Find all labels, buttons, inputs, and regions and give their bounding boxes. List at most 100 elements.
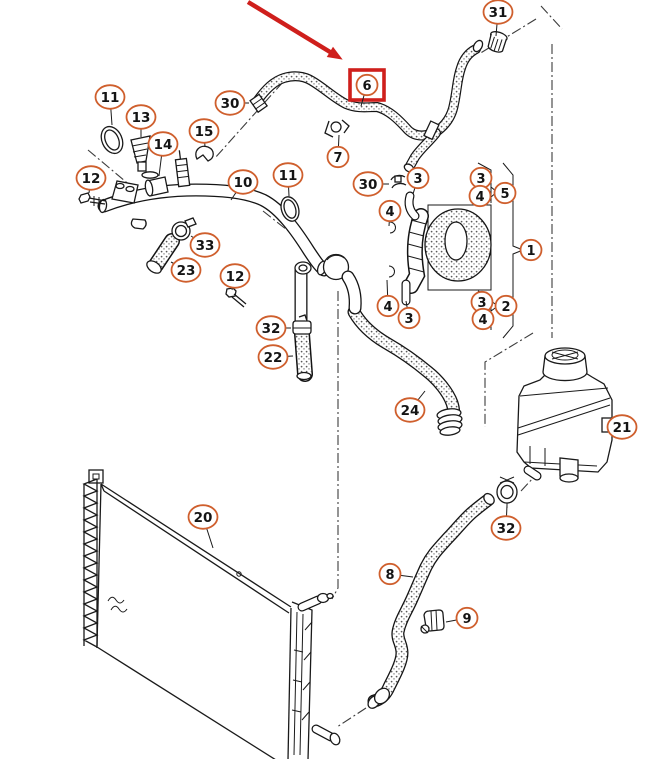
expansion-tank-drawing: [516, 347, 616, 483]
callout-number: 32: [497, 521, 516, 537]
callout-1[interactable]: 1: [519, 238, 543, 262]
callout-circle[interactable]: [378, 199, 402, 223]
callout-circle[interactable]: [355, 73, 379, 97]
callout-3[interactable]: 3: [406, 166, 430, 195]
callout-circle[interactable]: [188, 118, 220, 144]
callout-number: 4: [385, 205, 394, 220]
callout-number: 12: [226, 269, 245, 285]
callout-circle[interactable]: [352, 171, 384, 197]
callout-4[interactable]: 4: [378, 199, 402, 227]
callout-circle[interactable]: [189, 232, 221, 258]
callout-circle[interactable]: [75, 165, 107, 191]
callout-13[interactable]: 13: [125, 104, 157, 137]
callout-15[interactable]: 15: [188, 118, 220, 148]
callout-circle[interactable]: [406, 166, 430, 190]
callout-23[interactable]: 23: [170, 257, 202, 283]
callout-circle[interactable]: [471, 307, 495, 331]
construction-lines: [87, 5, 563, 728]
callout-4[interactable]: 4: [468, 184, 492, 208]
callout-number: 24: [401, 403, 420, 419]
callout-32[interactable]: 32: [255, 315, 292, 341]
callout-circle[interactable]: [147, 131, 179, 157]
callout-circle[interactable]: [490, 515, 522, 541]
callout-12[interactable]: 12: [219, 263, 251, 291]
red-highlight-box: [348, 68, 386, 102]
callout-circle[interactable]: [94, 84, 126, 110]
red-arrowhead: [326, 46, 343, 60]
callout-9[interactable]: 9: [445, 606, 479, 630]
clip-15: [195, 145, 214, 162]
red-arrow: [246, 0, 337, 57]
callout-circle[interactable]: [482, 0, 514, 25]
callout-circle[interactable]: [219, 263, 251, 289]
clamp-32-lower-drawing: [496, 476, 518, 508]
callout-number: 1: [526, 244, 535, 259]
callout-3[interactable]: 3: [397, 300, 421, 330]
callout-4[interactable]: 4: [471, 307, 495, 331]
callout-number: 7: [333, 151, 342, 166]
bracket-3-4-5: [477, 162, 492, 203]
callout-7[interactable]: 7: [326, 134, 350, 169]
washer-14: [141, 171, 159, 179]
callout-20[interactable]: 20: [187, 504, 219, 549]
callout-circle[interactable]: [214, 90, 246, 116]
callout-30[interactable]: 30: [214, 90, 250, 116]
callout-22[interactable]: 22: [257, 344, 294, 370]
callout-circle[interactable]: [394, 397, 426, 423]
clamp-9-drawing: [420, 609, 445, 634]
callout-30[interactable]: 30: [352, 171, 390, 197]
callout-circle[interactable]: [519, 238, 543, 262]
callout-2[interactable]: 2: [494, 294, 518, 318]
hose-8-drawing: [367, 492, 495, 709]
callout-21[interactable]: 21: [606, 414, 638, 440]
callout-number: 13: [132, 110, 151, 126]
water-pipe-drawing: [78, 135, 355, 380]
callout-circle[interactable]: [493, 181, 517, 205]
callout-circle[interactable]: [187, 504, 219, 530]
callout-24[interactable]: 24: [394, 390, 426, 423]
callout-11[interactable]: 11: [94, 84, 126, 126]
callout-circle[interactable]: [378, 562, 402, 586]
callout-number: 3: [477, 296, 486, 311]
callout-number: 30: [221, 96, 240, 112]
callout-circle[interactable]: [170, 257, 202, 283]
callout-14[interactable]: 14: [147, 131, 179, 177]
ball-joint: [322, 253, 350, 281]
callout-33[interactable]: 33: [189, 232, 221, 258]
callout-circle[interactable]: [376, 294, 400, 318]
callout-number: 4: [478, 313, 487, 328]
clip-7: [324, 119, 350, 138]
callout-circle[interactable]: [125, 104, 157, 130]
callout-circle[interactable]: [455, 606, 479, 630]
callout-6[interactable]: 6: [355, 73, 379, 107]
callout-number: 2: [501, 300, 510, 315]
ring-4-lower: [388, 265, 395, 278]
callout-32[interactable]: 32: [490, 504, 522, 541]
callout-number: 14: [154, 137, 173, 153]
callout-circle[interactable]: [257, 344, 289, 370]
callout-circle[interactable]: [606, 414, 638, 440]
hose-24-drawing: [354, 312, 463, 436]
loop-hose-drawing: [388, 174, 492, 301]
callout-circle[interactable]: [468, 184, 492, 208]
callout-5[interactable]: 5: [493, 181, 517, 205]
fitting-30a: [249, 93, 269, 114]
callout-4[interactable]: 4: [376, 279, 400, 318]
callout-number: 31: [489, 5, 508, 21]
grommet-31: [487, 31, 508, 53]
callout-circle[interactable]: [326, 145, 350, 169]
callout-11[interactable]: 11: [272, 162, 304, 197]
callout-number: 23: [177, 263, 196, 279]
callout-circle[interactable]: [255, 315, 287, 341]
ring-4-upper: [389, 221, 396, 234]
callout-8[interactable]: 8: [378, 562, 414, 586]
callout-circle[interactable]: [494, 294, 518, 318]
callout-number: 12: [82, 171, 101, 187]
callout-10[interactable]: 10: [227, 169, 259, 201]
callout-12[interactable]: 12: [75, 165, 107, 194]
callout-circle[interactable]: [272, 162, 304, 188]
callout-31[interactable]: 31: [482, 0, 514, 37]
callout-circle[interactable]: [397, 306, 421, 330]
callout-circle[interactable]: [227, 169, 259, 195]
